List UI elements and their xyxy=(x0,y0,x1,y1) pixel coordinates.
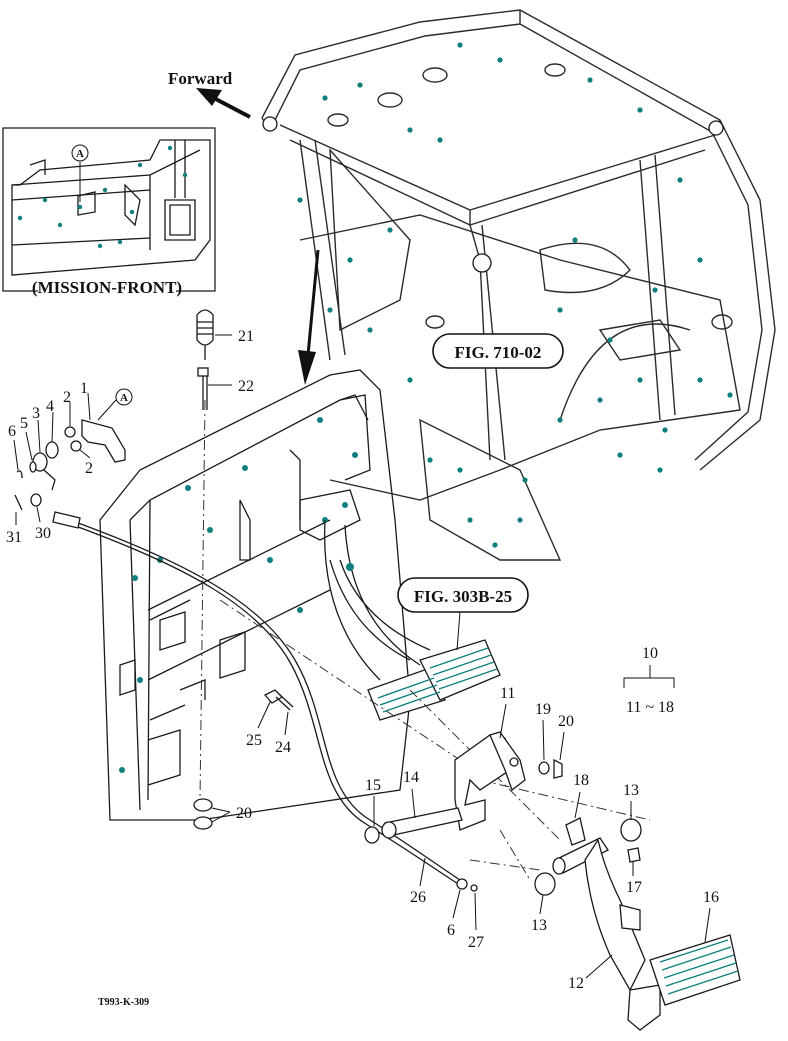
part-label-17: 17 xyxy=(626,879,642,896)
part-label-13a: 13 xyxy=(623,782,639,799)
part-label-18: 18 xyxy=(573,772,589,789)
fasteners-lower-left xyxy=(193,689,294,830)
assembly-range: 11 ~ 18 xyxy=(626,699,674,716)
part-label-22: 22 xyxy=(238,378,254,395)
part-label-2a: 2 xyxy=(63,389,71,406)
part-label-5: 5 xyxy=(20,415,28,432)
main-callout: A xyxy=(120,392,128,404)
part-label-31: 31 xyxy=(6,529,22,546)
cab-frame xyxy=(261,9,776,561)
location-arrow xyxy=(298,249,320,385)
figure-ref-pedal[interactable]: FIG. 303B-25 xyxy=(397,577,529,651)
mission-front-inset: A (MISSION-FRONT) xyxy=(2,127,216,297)
part-label-25: 25 xyxy=(246,732,262,749)
pedal-assembly xyxy=(299,489,501,721)
part-label-2b: 2 xyxy=(85,460,93,477)
part-label-12: 12 xyxy=(568,975,584,992)
part-label-11: 11 xyxy=(500,685,515,702)
part-label-20a: 20 xyxy=(236,805,252,822)
linkage-parts: A xyxy=(14,388,133,511)
forward-label: Forward xyxy=(168,69,233,88)
part-label-3: 3 xyxy=(32,405,40,422)
part-label-15: 15 xyxy=(365,777,381,794)
spring-bolt xyxy=(196,309,232,410)
figure-ref-pedal-label: FIG. 303B-25 xyxy=(414,587,512,606)
part-label-1: 1 xyxy=(80,380,88,397)
forward-indicator: Forward xyxy=(168,69,251,119)
front-panel xyxy=(99,369,411,821)
part-label-14: 14 xyxy=(403,769,419,786)
inset-callout: A xyxy=(76,148,84,160)
part-labels: 1 2 2 3 4 5 6 31 30 21 22 25 24 20 11 19… xyxy=(6,328,719,992)
inset-caption: (MISSION-FRONT) xyxy=(32,278,182,297)
figure-ref-cab[interactable]: FIG. 710-02 xyxy=(432,333,564,369)
assembly-parent: 10 xyxy=(642,645,658,662)
part-label-27: 27 xyxy=(468,934,484,951)
part-label-13b: 13 xyxy=(531,917,547,934)
clutch-cable xyxy=(52,511,478,892)
drawing-id: T993-K-309 xyxy=(98,997,149,1008)
part-label-24: 24 xyxy=(275,739,291,756)
assembly-group: 10 11 ~ 18 xyxy=(623,645,675,716)
part-label-4: 4 xyxy=(46,398,54,415)
figure-ref-cab-label: FIG. 710-02 xyxy=(455,343,542,362)
lower-pedal-assembly xyxy=(364,731,741,1031)
part-label-20b: 20 xyxy=(558,713,574,730)
part-label-6b: 6 xyxy=(447,922,455,939)
part-label-16: 16 xyxy=(703,889,719,906)
part-label-26: 26 xyxy=(410,889,426,906)
part-label-19: 19 xyxy=(535,701,551,718)
part-label-30: 30 xyxy=(35,525,51,542)
part-label-21: 21 xyxy=(238,328,254,345)
part-label-6a: 6 xyxy=(8,423,16,440)
